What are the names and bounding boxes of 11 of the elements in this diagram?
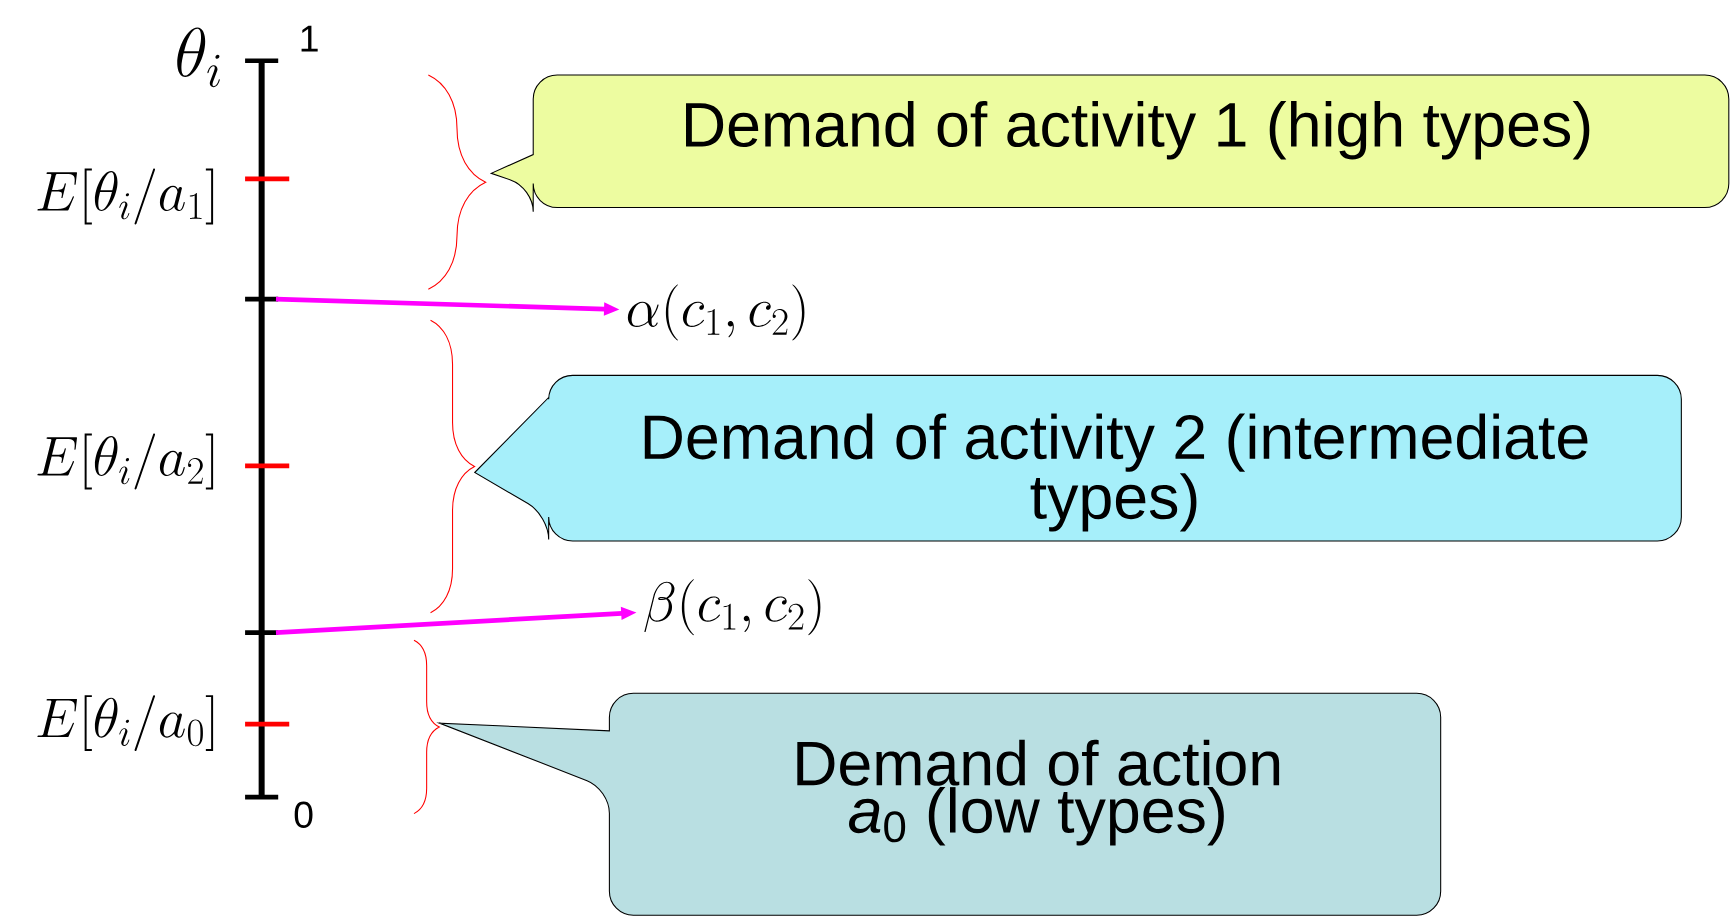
formula-label: $E\Bigl[\theta_i/a_2\Bigr]$ xyxy=(37,433,214,490)
formula-label: $E\Bigl[\theta_i/a_1\Bigr]$ xyxy=(37,168,214,225)
callout-box: Demand of activity 1 (high types) xyxy=(490,74,1730,213)
formula-label: $E\Bigl[\theta_i/a_0\Bigr]$ xyxy=(37,694,214,751)
formula-label: $\beta(c_1,c_2)$ xyxy=(644,579,821,635)
callout-box: Demand of action a$_{0}$ (low types) xyxy=(438,692,1442,916)
callout-box: Demand of activity 2 (intermediate types) xyxy=(474,374,1682,542)
tick-label: 1 xyxy=(301,25,318,52)
formula-label: $\alpha(c_1,c_2)$ xyxy=(627,284,805,341)
axis-label: $\theta_i$ xyxy=(177,27,220,87)
tick-label: 0 xyxy=(294,801,313,828)
